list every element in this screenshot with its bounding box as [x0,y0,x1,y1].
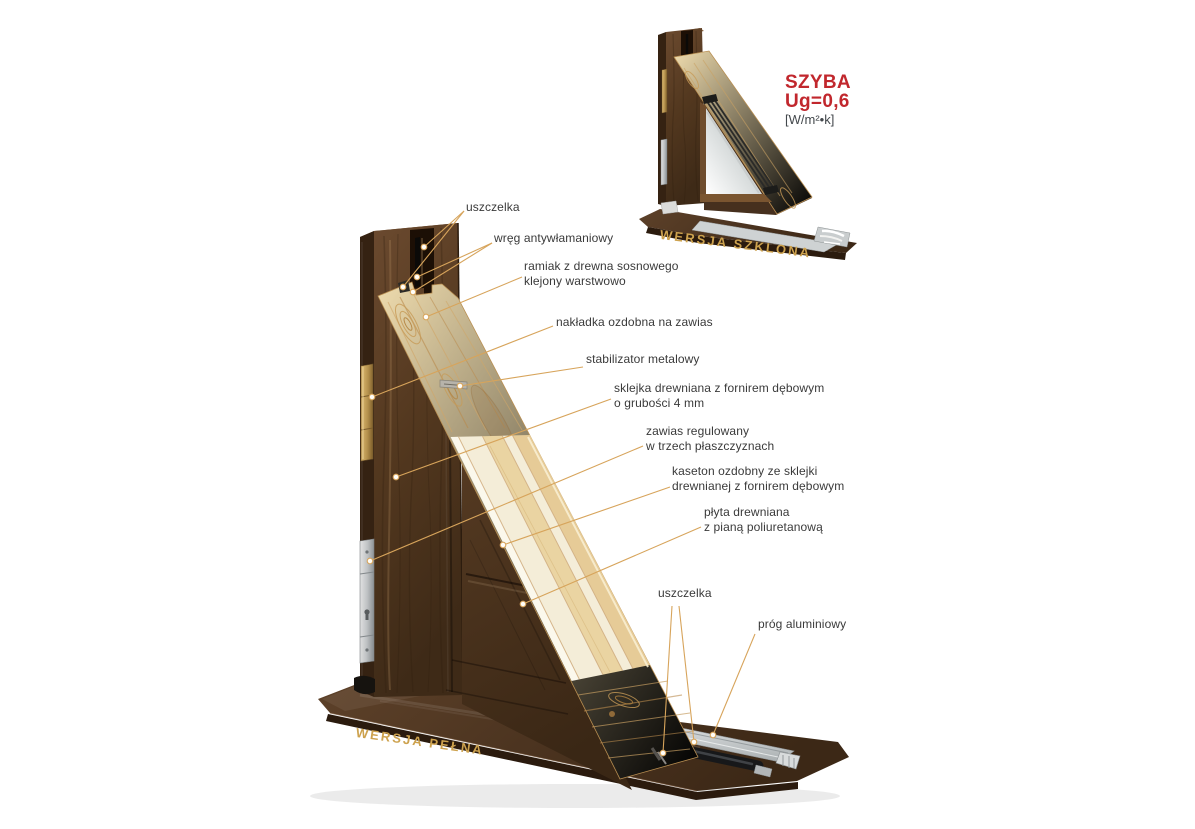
glazed-threshold-strip [691,220,839,253]
glass-spec: SZYBA Ug=0,6 [W/m²•k] [785,73,851,128]
pine-cross-section [377,280,699,780]
label-sklejka: sklejka drewniana z fornirem dębowym o g… [614,381,825,410]
glazed-pine-band [673,50,813,215]
glazed-threshold-cross-section [813,226,851,248]
label-ramiak: ramiak z drewna sosnowego klejony warstw… [524,259,679,288]
label-nakladka: nakładka ozdobna na zawias [556,315,713,329]
bottom-leaf-gasket [650,747,667,765]
glazed-version-illustration [639,28,857,260]
glazed-door-leaf [673,50,851,248]
foam-core-strips [450,435,650,681]
pine-grain-top [387,294,523,433]
glass-spacer-bottom [763,185,779,195]
label-plyta: płyta drewniana z pianą poliuretanową [704,505,823,534]
label-uszczelka-top: uszczelka [466,200,520,214]
label-zawias: zawias regulowany w trzech płaszczyznach [646,424,775,453]
glass-spec-unit: [W/m²•k] [785,112,835,127]
full-version-illustration [310,222,849,808]
label-stabilizator: stabilizator metalowy [586,352,700,366]
brass-hinge [360,363,374,462]
label-wreg-antywlamaniowy: wręg antywłamaniowy [494,231,614,245]
glazed-lock-strip [660,138,668,186]
leader-lines [366,210,756,757]
glazed-base-board [639,209,857,260]
pine-grain-bottom [577,680,695,759]
glass-panes [702,94,779,195]
bottom-drop-seal [354,675,375,695]
label-uszczelka-bottom: uszczelka [658,586,712,600]
base-shadow [310,784,840,808]
glass-spec-value: Ug=0,6 [785,91,850,112]
glazing-triangle [706,108,762,194]
label-kaseton: kaseton ozdobny ze sklejki drewnianej z … [672,464,845,493]
label-prog-aluminiowy: próg aluminiowy [758,617,847,631]
glass-spacer-top [702,94,718,104]
glass-spec-title: SZYBA [785,72,851,93]
glazing-bead-left [700,102,706,200]
leader-endpoints [366,243,717,757]
glazed-brass-hinge [661,68,668,114]
lock-strip [359,538,375,664]
glazing-bead-bottom [700,194,772,202]
